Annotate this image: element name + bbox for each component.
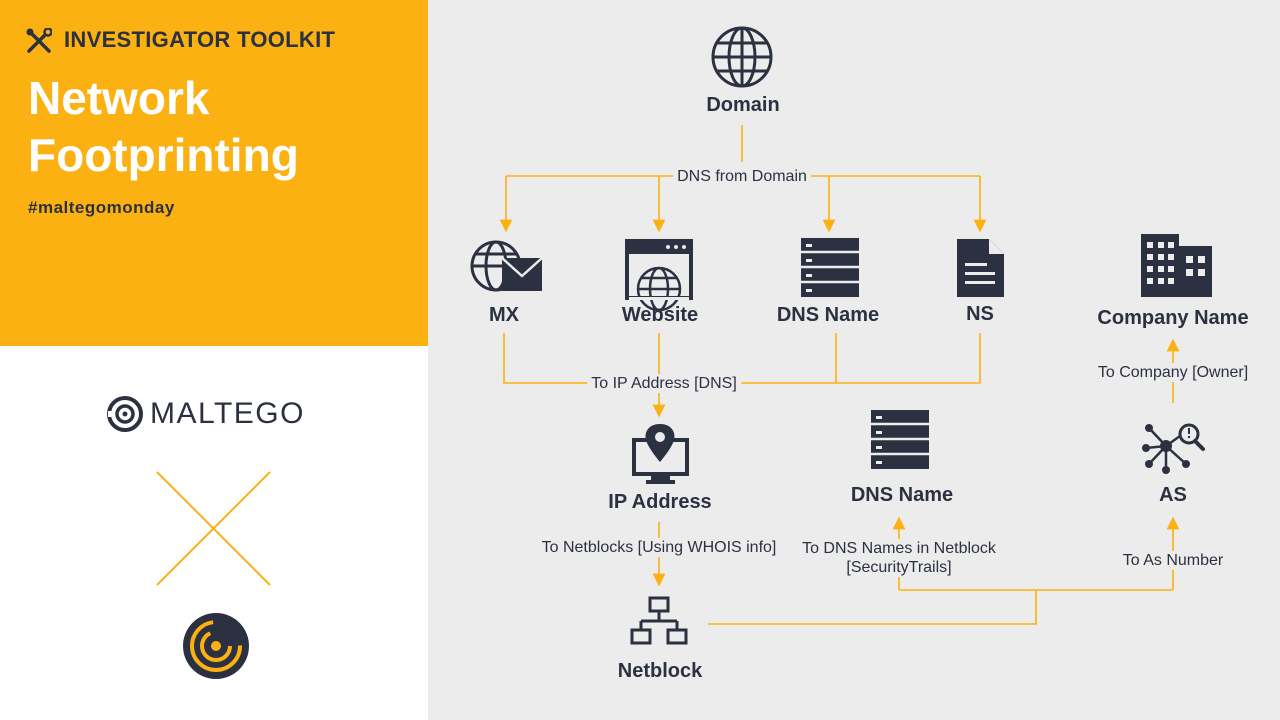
edge-label-to-company: To Company [Owner] [1093, 363, 1253, 382]
edge-label-to-as: To As Number [1118, 551, 1228, 570]
edge-label-to-dns-names: To DNS Names in Netblock [SecurityTrails… [798, 539, 1000, 577]
edge-label-dns-from-domain: DNS from Domain [673, 167, 811, 186]
edge-label-to-ip: To IP Address [DNS] [587, 374, 741, 393]
globe-icon [711, 26, 773, 88]
node-ip-label: IP Address [608, 491, 712, 513]
node-mx-label: MX [489, 304, 519, 326]
node-company-label: Company Name [1097, 307, 1249, 329]
partner-logo [183, 613, 249, 679]
edge-ip-bus [503, 333, 981, 384]
monitor-location-icon [632, 424, 689, 484]
envelope-shape [501, 257, 543, 291]
brand-name: MALTEGO [150, 397, 305, 430]
node-website-label: Website [621, 304, 699, 326]
edge-label-to-dns-names-line1: To DNS Names in Netblock [802, 540, 996, 557]
edge-label-to-netblocks: To Netblocks [Using WHOIS info] [537, 538, 781, 557]
title-line-1: Network [28, 72, 210, 124]
brand-graphics [107, 396, 271, 679]
tools-icon [26, 28, 52, 53]
cross-x-graphic [156, 471, 271, 586]
node-dns-name-top-label: DNS Name [776, 304, 880, 326]
node-ns-label: NS [966, 303, 994, 325]
hashtag: #maltegomonday [28, 198, 175, 217]
page-title: Network Footprinting [28, 70, 408, 184]
header-panel [0, 0, 428, 346]
title-line-2: Footprinting [28, 129, 299, 181]
edge-label-to-dns-names-line2: [SecurityTrails] [846, 559, 952, 576]
node-netblock-label: Netblock [617, 660, 703, 682]
network-tree-icon [630, 596, 688, 645]
node-dns-name-mid-label: DNS Name [850, 484, 954, 506]
toolkit-label: INVESTIGATOR TOOLKIT [64, 27, 336, 52]
server-icon-2 [871, 410, 929, 469]
node-domain-label: Domain [706, 94, 780, 116]
node-as-label: AS [1159, 484, 1187, 506]
edge-netblock-out [708, 590, 1037, 625]
server-icon [801, 238, 859, 297]
network-search-icon [1142, 423, 1205, 474]
building-icon [1141, 234, 1212, 297]
maltego-logo-mark [107, 396, 143, 432]
document-icon [957, 239, 1004, 297]
diagram-canvas [428, 0, 1280, 720]
browser-globe-icon [625, 239, 693, 312]
